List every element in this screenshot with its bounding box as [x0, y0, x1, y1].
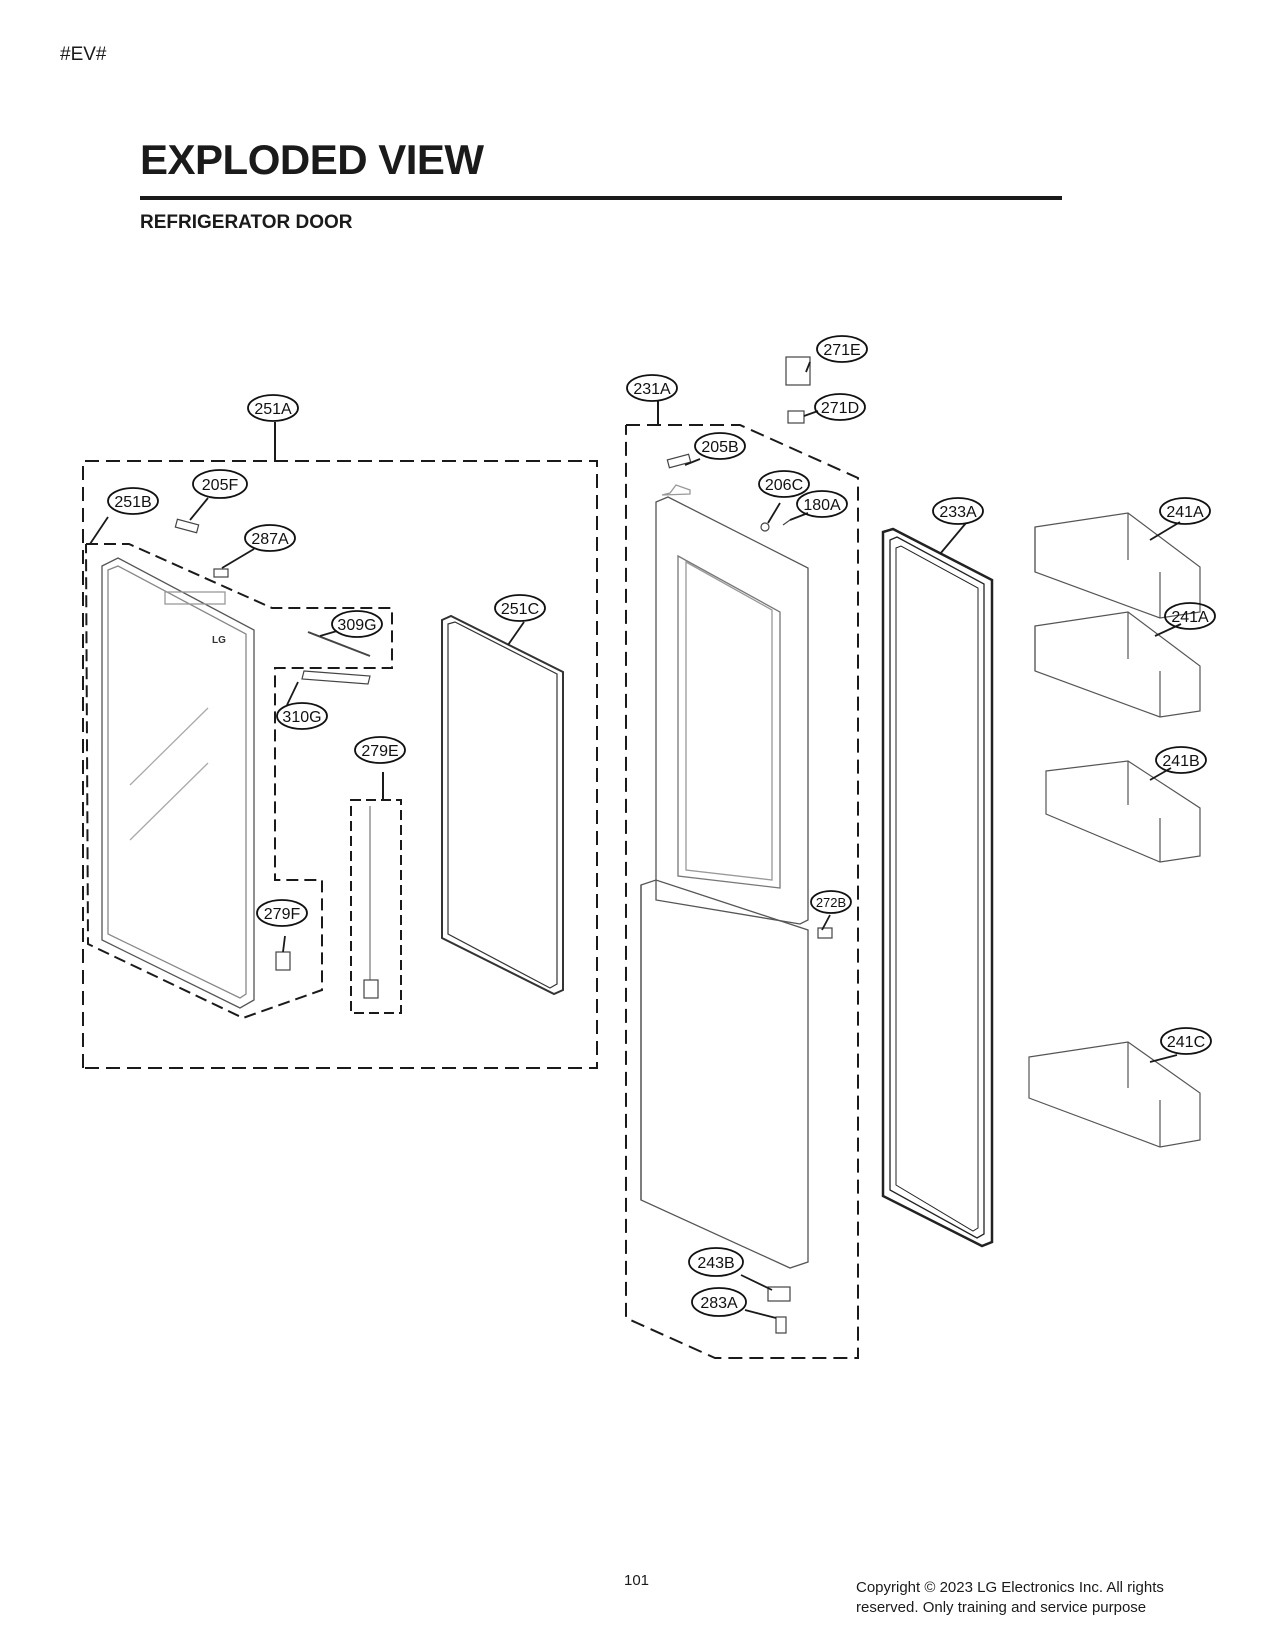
- callout-label: 205B: [701, 439, 738, 456]
- copyright-line-1: Copyright © 2023 LG Electronics Inc. All…: [856, 1579, 1164, 1596]
- bin-241b: [1045, 760, 1201, 863]
- callout-241a-lower: 241A: [1164, 602, 1216, 630]
- callout-233a: 233A: [932, 497, 984, 525]
- callout-label: 243B: [697, 1255, 734, 1272]
- part-callouts: 251A 251B 205F 287A 309G 310G 251C 279E …: [107, 335, 1216, 1317]
- callout-label: 272B: [816, 895, 846, 910]
- callout-251b: 251B: [107, 487, 159, 515]
- title-underline: [140, 196, 1062, 200]
- small-parts-left: [174, 518, 379, 999]
- callout-205b: 205B: [694, 432, 746, 460]
- callout-205f: 205F: [192, 469, 248, 499]
- callout-271e: 271E: [816, 335, 868, 363]
- bin-241a-lower: [1034, 611, 1201, 718]
- callout-label: 310G: [282, 709, 321, 726]
- callout-243b: 243B: [688, 1247, 744, 1277]
- callout-label: 251A: [254, 401, 292, 418]
- door-logo: LG: [212, 635, 226, 646]
- callout-label: 205F: [202, 477, 239, 494]
- page-title: EXPLODED VIEW: [140, 136, 484, 183]
- section-title: REFRIGERATOR DOOR: [140, 212, 353, 233]
- leader-lines: [89, 361, 1182, 1319]
- copyright-notice: Copyright © 2023 LG Electronics Inc. All…: [856, 1578, 1216, 1618]
- group-251a-boundary: [82, 460, 598, 1069]
- callout-label: 231A: [633, 381, 671, 398]
- bin-241c: [1028, 1041, 1201, 1148]
- callout-label: 180A: [803, 497, 841, 514]
- callout-label: 279F: [264, 906, 301, 923]
- callout-309g: 309G: [331, 610, 383, 638]
- outer-door-251b: [101, 557, 255, 1009]
- callout-label: 241A: [1166, 504, 1204, 521]
- small-parts-right: [666, 356, 833, 1334]
- callout-241a-upper: 241A: [1159, 497, 1211, 525]
- callout-180a: 180A: [796, 490, 848, 518]
- callout-251c: 251C: [494, 594, 546, 622]
- callout-label: 251B: [114, 494, 151, 511]
- door-bins: [1028, 512, 1201, 1148]
- callout-label: 271E: [823, 342, 860, 359]
- callout-279e: 279E: [354, 736, 406, 764]
- callout-label: 251C: [501, 601, 539, 618]
- gasket-233a: [881, 527, 994, 1248]
- callout-label: 287A: [251, 531, 289, 548]
- callout-label: 271D: [821, 400, 859, 417]
- callout-label: 241A: [1171, 609, 1209, 626]
- callout-279f: 279F: [256, 899, 308, 927]
- callout-272b: 272B: [810, 890, 852, 914]
- callout-label: 241C: [1167, 1034, 1205, 1051]
- callout-label: 241B: [1162, 753, 1199, 770]
- callout-251a: 251A: [247, 394, 299, 422]
- callout-310g: 310G: [276, 702, 328, 730]
- callout-label: 279E: [361, 743, 398, 760]
- callout-206c: 206C: [758, 470, 810, 498]
- callout-label: 309G: [337, 617, 376, 634]
- callout-287a: 287A: [244, 524, 296, 552]
- callout-271d: 271D: [814, 393, 866, 421]
- document-tag: #EV#: [60, 44, 107, 65]
- gasket-251c: [441, 614, 564, 996]
- inner-door-231a: [640, 484, 809, 1269]
- copyright-line-2: reserved. Only training and service purp…: [856, 1599, 1147, 1616]
- door-251b-outline: [85, 543, 393, 1020]
- callout-241c: 241C: [1160, 1027, 1212, 1055]
- callout-231a: 231A: [626, 374, 678, 402]
- rod-279e-outline: [350, 799, 402, 1014]
- callout-283a: 283A: [691, 1287, 747, 1317]
- group-231a-boundary: [625, 424, 859, 1359]
- callout-241b: 241B: [1155, 746, 1207, 774]
- callout-label: 283A: [700, 1295, 738, 1312]
- callout-label: 206C: [765, 477, 803, 494]
- page-number: 101: [624, 1572, 650, 1589]
- callout-label: 233A: [939, 504, 977, 521]
- bin-241a-upper: [1034, 512, 1201, 619]
